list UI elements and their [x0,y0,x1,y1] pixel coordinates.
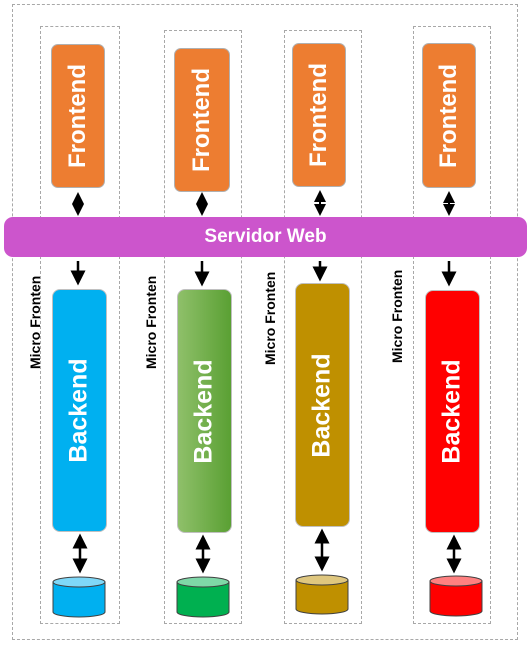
microfrontend-frame-3 [284,30,362,624]
web-server-bar: Servidor Web [4,217,527,257]
diagram-frame [12,4,518,640]
database-icon [295,574,349,615]
microfrontend-frame-4 [413,26,491,624]
database-icon [52,576,106,618]
microfrontend-frame-2 [164,30,242,624]
backend-box-1: Backend [52,289,107,532]
backend-box-3: Backend [295,283,350,527]
backend-box-2: Backend [177,289,232,533]
database-icon [176,576,230,618]
backend-box-4: Backend [425,290,480,533]
frontend-box-3: Frontend [292,43,346,187]
web-server-label: Servidor Web [204,226,327,247]
frontend-box-2: Frontend [174,48,230,192]
frontend-box-4: Frontend [422,43,476,188]
database-icon [429,575,483,617]
frontend-box-1: Frontend [51,44,105,188]
microfrontend-frame-1 [40,26,120,624]
